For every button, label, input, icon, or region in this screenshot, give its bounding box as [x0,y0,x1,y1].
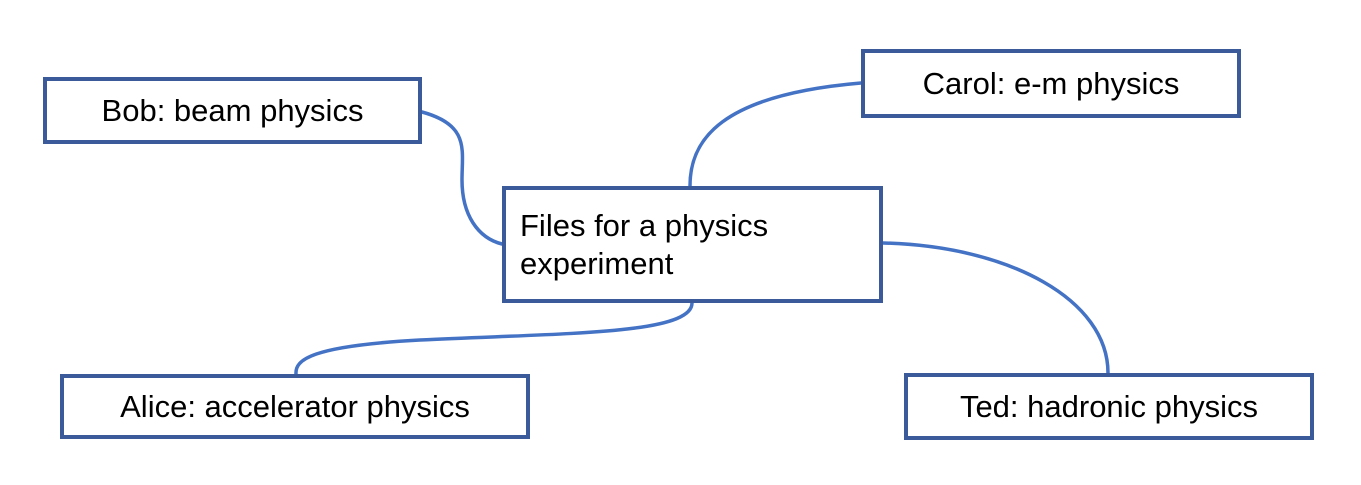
node-label: Ted: hadronic physics [959,388,1259,424]
node-carol[interactable]: Carol: e-m physics [861,49,1241,118]
central-topic-line-2: experiment [520,245,674,281]
connector-center-to-carol [688,81,863,188]
node-central-topic[interactable]: Files for a physics experiment [502,186,883,303]
node-label: Carol: e-m physics [922,65,1180,101]
node-alice[interactable]: Alice: accelerator physics [60,374,530,439]
connector-center-to-ted [881,241,1110,375]
node-bob[interactable]: Bob: beam physics [43,77,422,144]
connector-center-to-bob [420,110,504,246]
node-label: Bob: beam physics [101,92,364,128]
central-topic-line-1: Files for a physics [520,208,769,244]
central-topic-text: Files for a physics experiment [520,207,768,281]
node-ted[interactable]: Ted: hadronic physics [904,373,1314,440]
connector-center-to-alice [294,301,694,376]
node-label: Alice: accelerator physics [120,388,470,424]
